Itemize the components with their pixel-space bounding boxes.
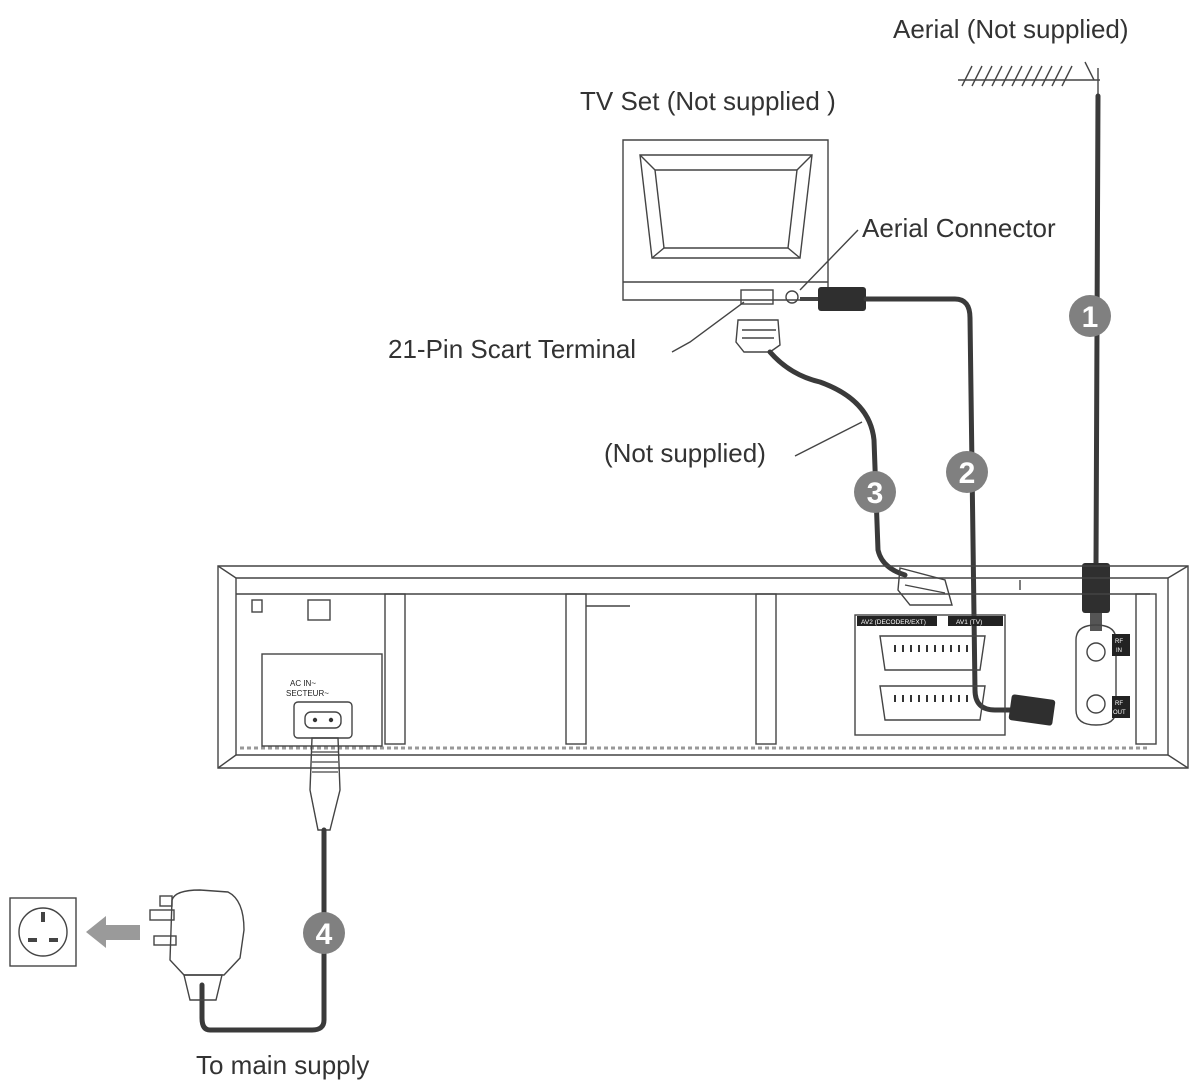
step-badge-4: 4 bbox=[303, 912, 345, 954]
ac-in-label: AC IN~ bbox=[290, 679, 316, 688]
step-badge-3: 3 bbox=[854, 471, 896, 513]
rf-plug-tv bbox=[818, 287, 866, 311]
av1-label: AV1 (TV) bbox=[956, 619, 982, 626]
cable-1-aerial bbox=[1082, 93, 1110, 631]
vcr-rear-panel bbox=[217, 565, 1189, 769]
rf-plug-vcr-in bbox=[1082, 563, 1110, 613]
av2-label: AV2 (DECODER/EXT) bbox=[861, 619, 926, 626]
not-supplied-label: (Not supplied) bbox=[604, 438, 766, 468]
scart-socket-av1 bbox=[879, 635, 986, 671]
aerial-connector-leader bbox=[799, 229, 859, 291]
scart-socket-av2 bbox=[879, 685, 986, 721]
svg-text:2: 2 bbox=[959, 457, 976, 490]
ac-inlet: AC IN~ SECTEUR~ bbox=[261, 653, 383, 747]
svg-text:3: 3 bbox=[867, 477, 884, 510]
step-badge-2: 2 bbox=[946, 451, 988, 493]
tv-set bbox=[622, 139, 829, 305]
secteur-label: SECTEUR~ bbox=[286, 689, 329, 698]
rf-in-label-1: RF bbox=[1115, 639, 1123, 645]
cable-2-rf bbox=[800, 287, 1056, 726]
scart-terminal-leader bbox=[671, 301, 745, 353]
insert-arrow-icon bbox=[86, 916, 140, 948]
tv-aerial-socket bbox=[785, 290, 799, 304]
mains-plug bbox=[169, 889, 245, 976]
wall-socket bbox=[9, 897, 77, 967]
scart-terminal-label: 21-Pin Scart Terminal bbox=[388, 334, 636, 364]
cable-3-scart bbox=[735, 319, 953, 606]
aerial-connector-label: Aerial Connector bbox=[862, 213, 1056, 243]
scart-sockets-panel: AV2 (DECODER/EXT) AV1 (TV) bbox=[854, 614, 1006, 736]
rf-out-label-2: OUT bbox=[1113, 710, 1126, 716]
main-supply-label: To main supply bbox=[196, 1050, 369, 1080]
rf-in-label-2: IN bbox=[1116, 648, 1122, 654]
rf-out-label-1: RF bbox=[1115, 701, 1123, 707]
tv-scart-socket bbox=[740, 289, 774, 305]
rf-sockets: RF IN RF OUT bbox=[1075, 624, 1130, 726]
aerial-antenna bbox=[958, 61, 1100, 96]
aerial-label: Aerial (Not supplied) bbox=[893, 14, 1129, 44]
step-badge-1: 1 bbox=[1069, 295, 1111, 337]
svg-text:1: 1 bbox=[1082, 301, 1099, 334]
cable-4-power bbox=[149, 737, 341, 1033]
tv-set-label: TV Set (Not supplied ) bbox=[580, 86, 836, 116]
not-supplied-leader bbox=[794, 421, 863, 457]
svg-text:4: 4 bbox=[316, 918, 333, 951]
rf-plug-vcr-out bbox=[1008, 694, 1056, 726]
